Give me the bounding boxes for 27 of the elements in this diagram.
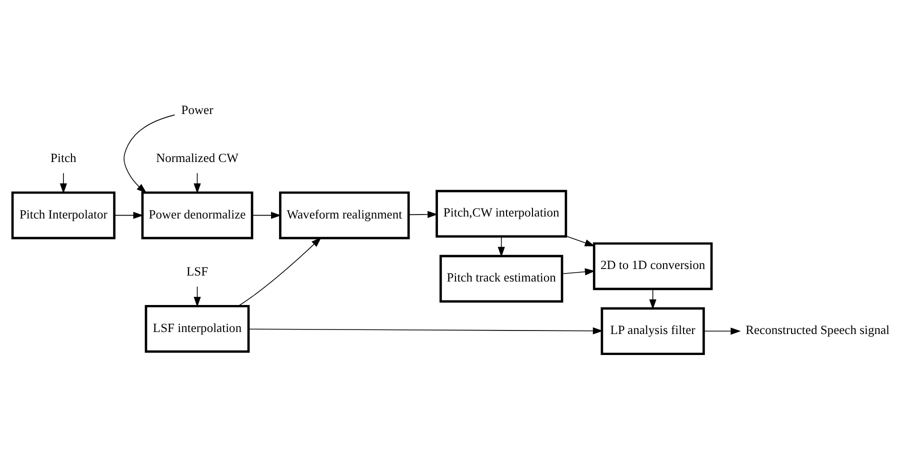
node-text: LSF bbox=[186, 264, 208, 278]
arrow bbox=[704, 328, 741, 335]
arrow bbox=[498, 236, 505, 258]
arrow bbox=[649, 288, 656, 310]
node-box: LSF interpolation bbox=[144, 304, 250, 353]
node-text: Power bbox=[181, 103, 214, 118]
node-box: Pitch track estimation bbox=[440, 254, 564, 303]
node-box: Power denormalize bbox=[141, 191, 254, 240]
arrow bbox=[114, 212, 144, 219]
node-text: Reconstructed Speech signal bbox=[746, 323, 890, 338]
arrow bbox=[566, 236, 596, 246]
arrow bbox=[60, 172, 67, 194]
arrow bbox=[238, 237, 322, 306]
arrow bbox=[562, 268, 596, 276]
arrow bbox=[194, 286, 201, 308]
arrow bbox=[124, 114, 176, 194]
arrow bbox=[252, 212, 282, 219]
arrow bbox=[408, 210, 438, 218]
node-box: Pitch,CW interpolation bbox=[436, 190, 568, 238]
node-box: Pitch Interpolator bbox=[11, 191, 116, 240]
arrow bbox=[248, 327, 604, 334]
node-text: Normalized CW bbox=[156, 150, 238, 165]
node-box: Waveform realignment bbox=[279, 191, 410, 240]
arrow bbox=[194, 172, 201, 194]
node-box: 2D to 1D conversion bbox=[592, 242, 713, 290]
node-box: LP analysis filter bbox=[600, 307, 705, 356]
node-text: Pitch bbox=[50, 150, 76, 165]
